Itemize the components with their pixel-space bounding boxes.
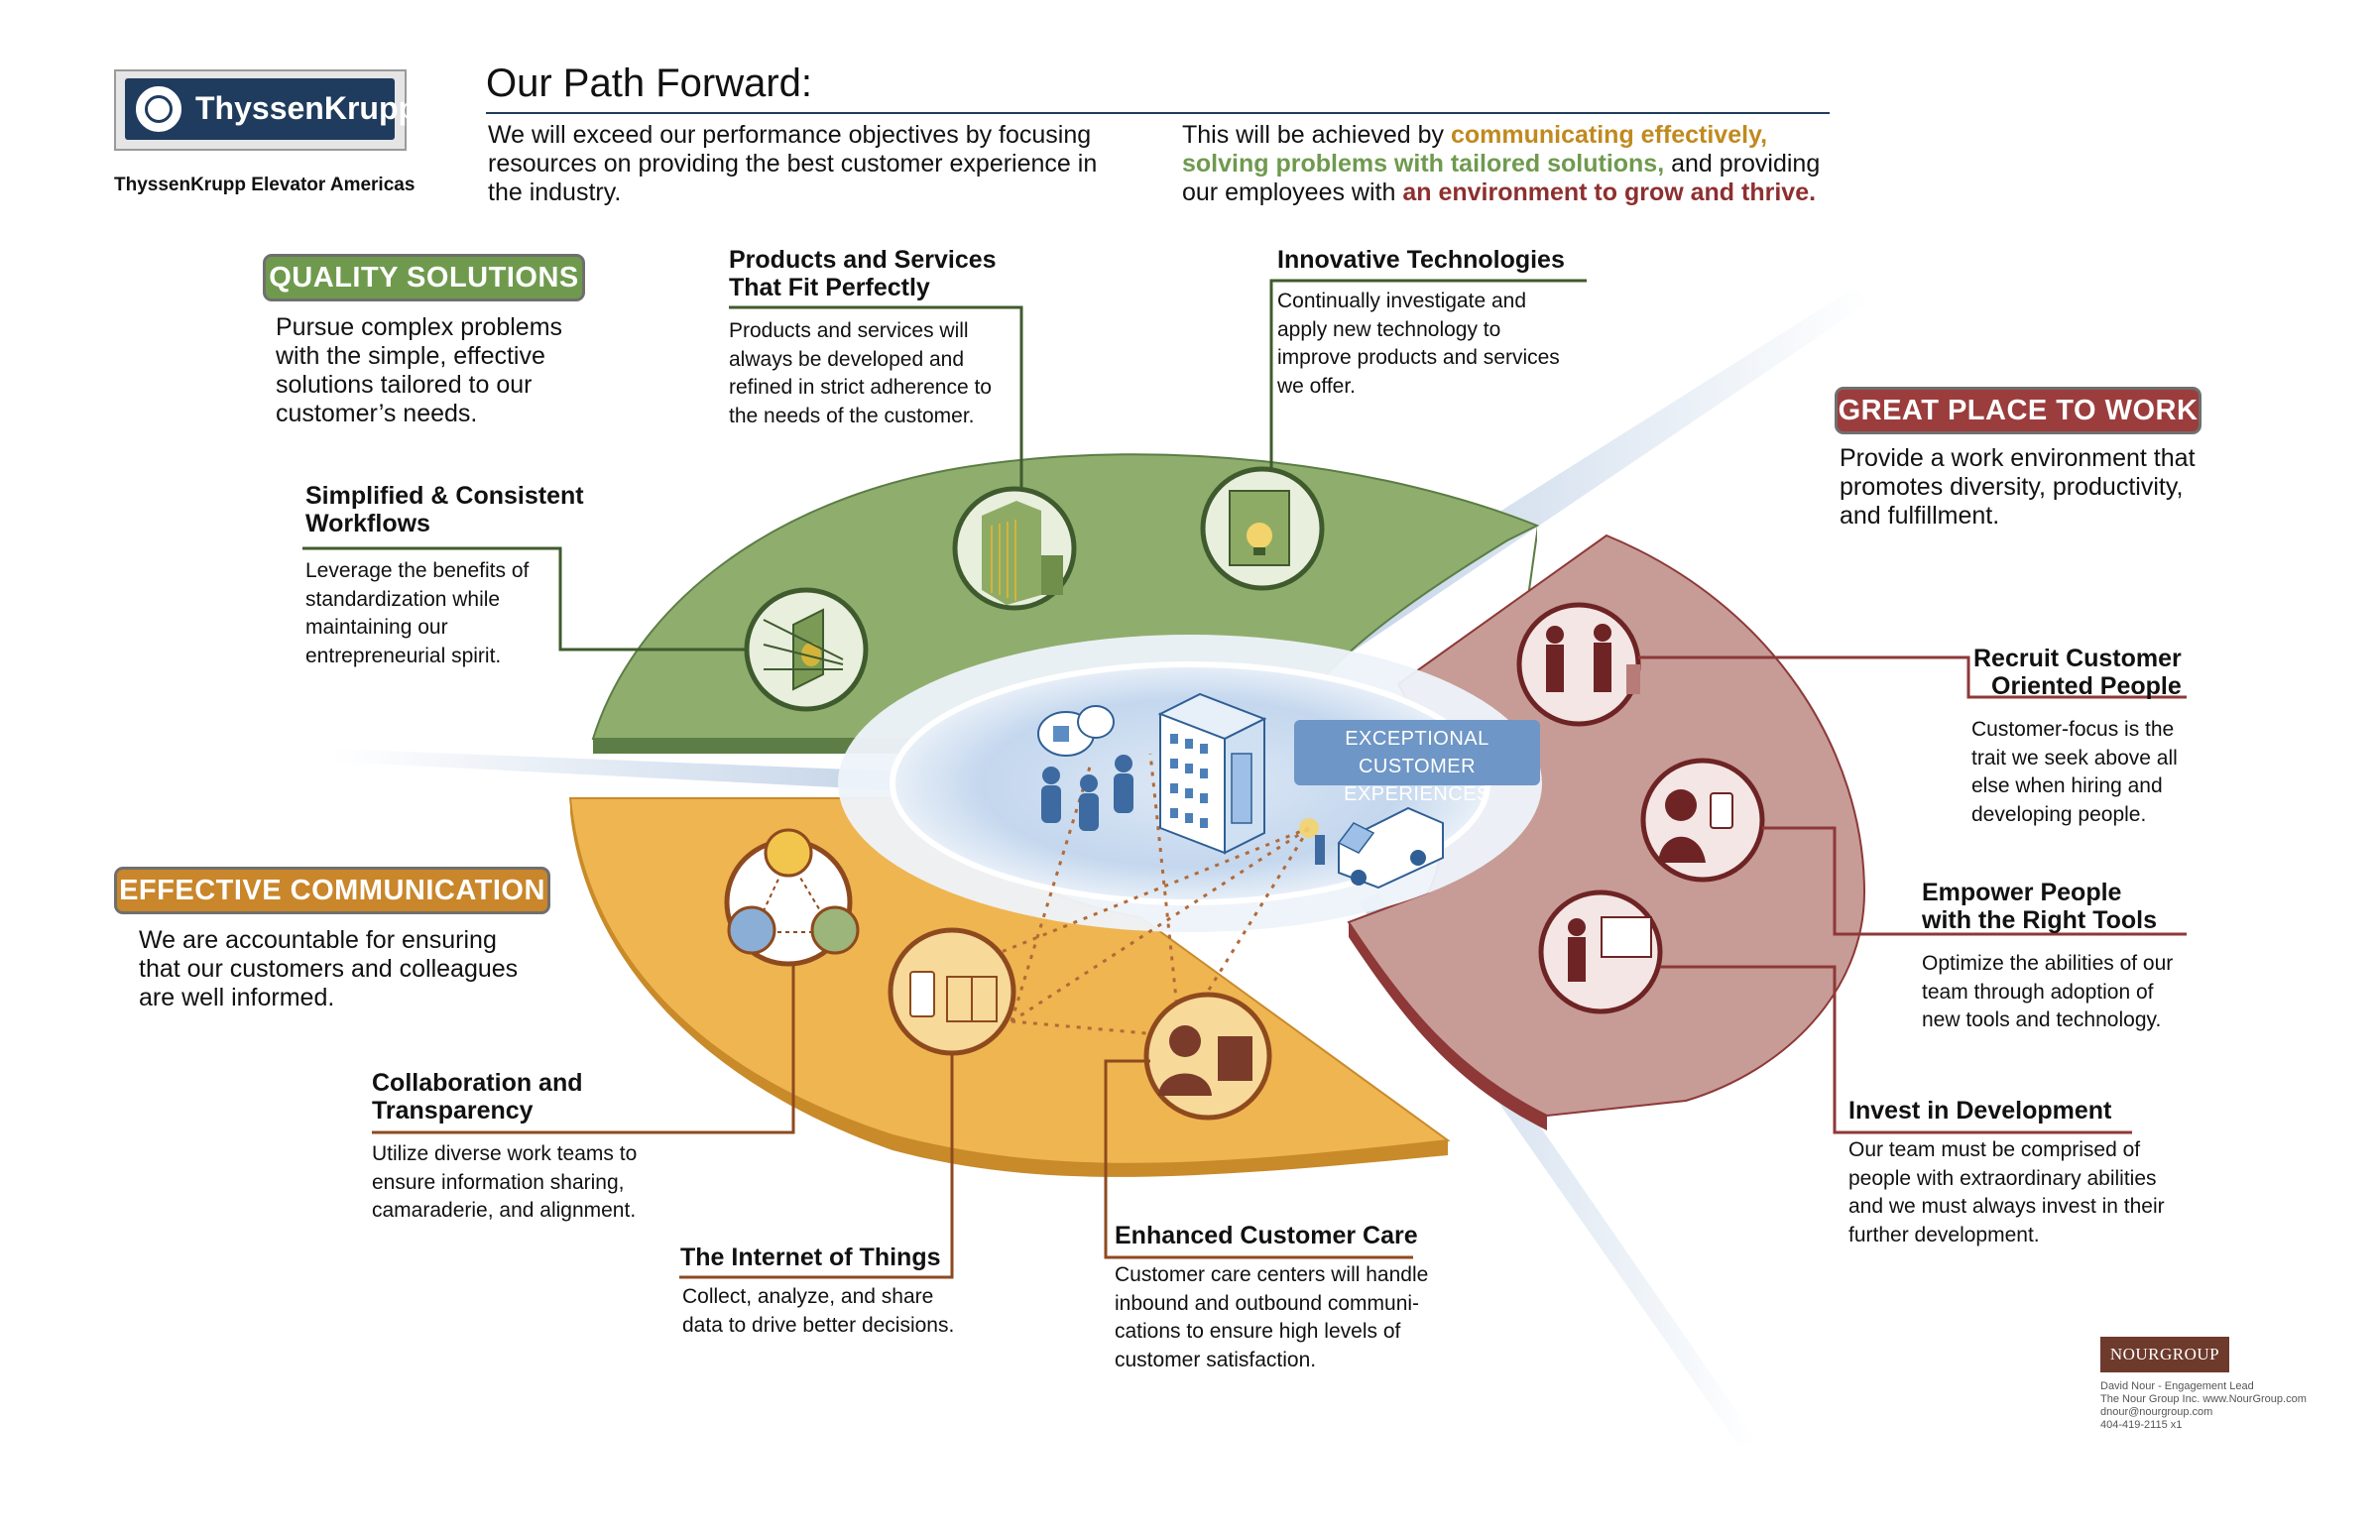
great-place-desc: Provide a work environment that promotes… (1840, 444, 2196, 530)
header-intro: We will exceed our performance objective… (488, 121, 1098, 206)
customer-care-title: Enhanced Customer Care (1115, 1222, 1418, 1249)
great-sector-side (1349, 922, 1547, 1130)
footer-contact: David Nour - Engagement Lead The Nour Gr… (2100, 1380, 2307, 1431)
lightbulb-icon (1200, 466, 1325, 591)
empower-title: Empower People with the Right Tools (1922, 879, 2157, 934)
iot-title: The Internet of Things (680, 1244, 941, 1271)
achieved-highlight-environment: an environment to grow and thrive. (1402, 178, 1817, 206)
collaboration-body: Utilize diverse work teams to ensure inf… (372, 1142, 638, 1222)
smart-device-icon (888, 927, 1016, 1056)
connection-lines (951, 753, 1311, 1038)
effective-communication-pill: EFFECTIVE COMMUNICATION (114, 867, 550, 914)
products-services-body: Products and services will always be dev… (729, 319, 992, 427)
iot-body: Collect, analyze, and share data to driv… (682, 1285, 955, 1337)
presentation-icon (1538, 889, 1663, 1014)
page-title: Our Path Forward: (486, 61, 813, 105)
great-place-pill: GREAT PLACE TO WORK (1835, 387, 2202, 434)
logo-division: ThyssenKrupp Elevator Americas (114, 175, 416, 195)
badge-line-1: EXCEPTIONAL (1345, 728, 1489, 750)
effective-communication-desc: We are accountable for ensuring that our… (139, 926, 519, 1011)
achieved-highlight-solving: solving problems with tailored solutions… (1182, 150, 1665, 178)
achieved-prefix: This will be achieved by (1182, 121, 1451, 149)
headset-agent-icon (1143, 992, 1272, 1121)
nourgroup-logo[interactable]: NOURGROUP (2100, 1337, 2229, 1372)
recruit-body: Customer-focus is the trait we seek abov… (1971, 718, 2178, 826)
achieved-mid: and providing our employees with (1182, 150, 1821, 206)
badge-line-2: CUSTOMER EXPERIENCES (1344, 756, 1490, 805)
customers-icon (1037, 705, 1133, 831)
light-beam-left (332, 749, 952, 793)
invest-body: Our team must be comprised of people wit… (1848, 1138, 2165, 1246)
handshake-icon (1516, 602, 1641, 727)
thyssenkrupp-logo[interactable]: ThyssenKrupp (114, 69, 417, 151)
team-triangle-icon (724, 828, 860, 967)
products-services-title: Products and Services That Fit Perfectly (729, 246, 997, 301)
target-arrows-icon (744, 587, 869, 712)
invest-title: Invest in Development (1848, 1097, 2112, 1125)
elevator-building-icon (1157, 692, 1267, 855)
exceptional-experiences-badge: EXCEPTIONAL CUSTOMER EXPERIENCES (1294, 720, 1540, 805)
tablet-user-icon (1640, 758, 1765, 883)
skyscraper-icon (952, 486, 1077, 611)
workflows-title: Simplified & Consistent Workflows (305, 482, 584, 537)
quality-solutions-pill: QUALITY SOLUTIONS (263, 254, 585, 301)
header-achieved: This will be achieved by communicating e… (1182, 121, 1827, 207)
quality-solutions-desc: Pursue complex problems with the simple,… (276, 313, 563, 427)
achieved-highlight-communicating: communicating effectively, (1450, 121, 1768, 149)
service-van-icon (1299, 806, 1444, 889)
innovative-tech-title: Innovative Technologies (1277, 246, 1565, 274)
customer-care-body: Customer care centers will handle inboun… (1115, 1263, 1429, 1371)
leader-lines (302, 279, 2187, 1279)
collaboration-title: Collaboration and Transparency (372, 1069, 583, 1125)
logo-brand: ThyssenKrupp (195, 90, 418, 126)
innovative-tech-body: Continually investigate and apply new te… (1277, 290, 1560, 398)
recruit-title: Recruit Customer Oriented People (1973, 645, 2182, 700)
thyssenkrupp-logo-icon (132, 82, 185, 136)
workflows-body: Leverage the benefits of standardization… (305, 559, 530, 667)
empower-body: Optimize the abilities of our team throu… (1922, 952, 2174, 1031)
